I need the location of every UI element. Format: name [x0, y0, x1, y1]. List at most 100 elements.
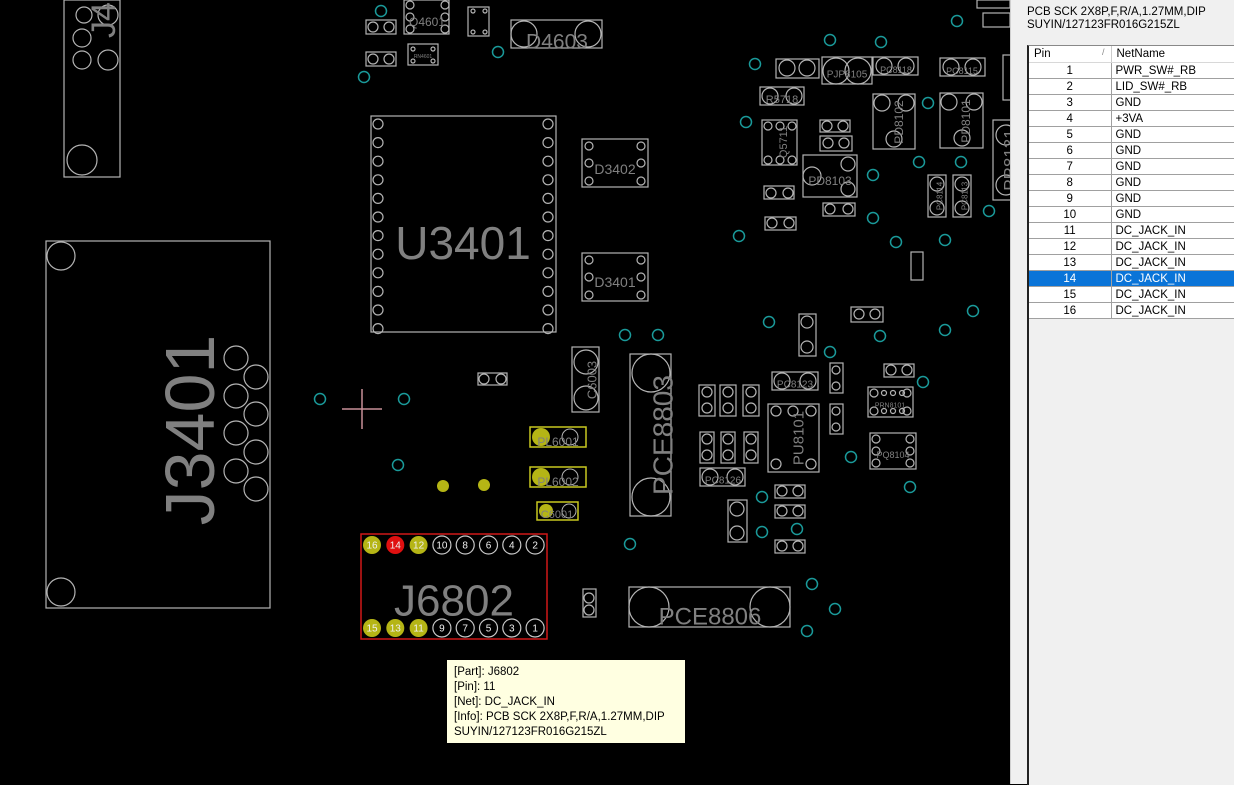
component-pce8803[interactable]: [629, 353, 672, 517]
connector-pin[interactable]: 3: [502, 618, 522, 638]
connector-pin[interactable]: 11: [409, 619, 428, 637]
pin-number: 16: [366, 541, 378, 552]
component-q4601[interactable]: [403, 0, 450, 35]
column-header-pin[interactable]: Pin/: [1029, 46, 1112, 63]
component-pc8114[interactable]: [927, 174, 947, 218]
netname-cell: +3VA: [1111, 110, 1234, 127]
component-pu8101[interactable]: [767, 403, 820, 473]
component-label: J3401: [151, 335, 229, 526]
via: [755, 490, 769, 504]
pin-cell: 11: [1029, 222, 1112, 239]
pin-number: 12: [413, 541, 425, 552]
component-pjp8105[interactable]: [821, 56, 873, 85]
component-label: D4603: [526, 31, 588, 54]
connector-pin[interactable]: 12: [409, 536, 428, 554]
component-j4[interactable]: [63, 0, 121, 178]
component-pc8126[interactable]: [699, 467, 746, 487]
component-j3401[interactable]: [45, 240, 271, 609]
splitter[interactable]: [1010, 0, 1021, 784]
component-pc8115[interactable]: [939, 57, 986, 77]
pin-cell: 15: [1029, 286, 1112, 303]
connector-pin[interactable]: 8: [455, 535, 475, 555]
pin-cell: 13: [1029, 254, 1112, 271]
via-group: [313, 4, 996, 638]
pin-cell: 9: [1029, 190, 1112, 207]
via: [790, 522, 804, 536]
component-pd8102[interactable]: [872, 93, 916, 150]
netname-cell: GND: [1111, 126, 1234, 143]
via: [966, 304, 980, 318]
via: [954, 155, 968, 169]
connector-pin[interactable]: 5: [478, 618, 499, 638]
component-pc8113[interactable]: [952, 174, 972, 218]
component-pd8103[interactable]: [802, 154, 858, 198]
component-pl6001[interactable]: [529, 426, 587, 448]
component-c6003[interactable]: [571, 346, 600, 413]
component-d4603[interactable]: [510, 19, 603, 49]
component-pl6002[interactable]: [529, 466, 587, 488]
component-pd8101[interactable]: [939, 92, 984, 149]
component-pc8123[interactable]: [771, 371, 819, 391]
component-pce8806[interactable]: [628, 586, 791, 628]
via: [313, 392, 327, 406]
table-row[interactable]: 4+3VA: [1029, 110, 1234, 127]
component-pr8131[interactable]: [992, 119, 1010, 201]
connector-pin[interactable]: 10: [432, 535, 452, 555]
component-q5711[interactable]: [761, 119, 798, 166]
connector-pin[interactable]: 14: [386, 536, 405, 554]
component-rn4601[interactable]: [407, 43, 439, 66]
component-prn8101[interactable]: [867, 386, 914, 418]
component-c6001[interactable]: [536, 501, 579, 521]
component-pq8104[interactable]: [869, 432, 917, 470]
pin-tooltip: [Part]: J6802 [Pin]: 11 [Net]: DC_JACK_I…: [447, 660, 685, 743]
connector-pin[interactable]: 15: [363, 619, 381, 637]
column-header-netname[interactable]: NetName: [1111, 46, 1234, 63]
component-d3402[interactable]: [581, 138, 649, 188]
pin-number: 2: [532, 541, 538, 552]
netname-cell: DC_JACK_IN: [1111, 222, 1234, 239]
connector-pin[interactable]: 1: [525, 618, 545, 638]
via: [391, 458, 405, 472]
connector-pin[interactable]: 9: [432, 618, 452, 638]
connector-pin[interactable]: 4: [502, 535, 522, 555]
component-r5718[interactable]: [759, 86, 805, 106]
connector-pin[interactable]: 7: [455, 618, 475, 638]
via: [982, 204, 996, 218]
pin-number: 8: [462, 541, 468, 552]
component-d3401[interactable]: [581, 252, 649, 302]
component-pc8118[interactable]: [872, 56, 919, 76]
via: [823, 345, 837, 359]
pin-number: 9: [439, 624, 445, 635]
connector-pin[interactable]: 6: [478, 535, 499, 555]
via: [618, 328, 632, 342]
via: [800, 624, 814, 638]
column-header-pin-label: Pin: [1034, 48, 1051, 60]
component-label: PU8101: [791, 411, 808, 465]
connector-pin[interactable]: 16: [363, 536, 381, 554]
component-u3401[interactable]: [370, 115, 557, 335]
connector-pin[interactable]: 13: [386, 619, 405, 637]
tooltip-info-2: SUYIN/127123FR016G215ZL: [454, 726, 607, 738]
connector-pin[interactable]: 2: [525, 535, 545, 555]
via: [950, 14, 964, 28]
pin-cell: 8: [1029, 174, 1112, 191]
